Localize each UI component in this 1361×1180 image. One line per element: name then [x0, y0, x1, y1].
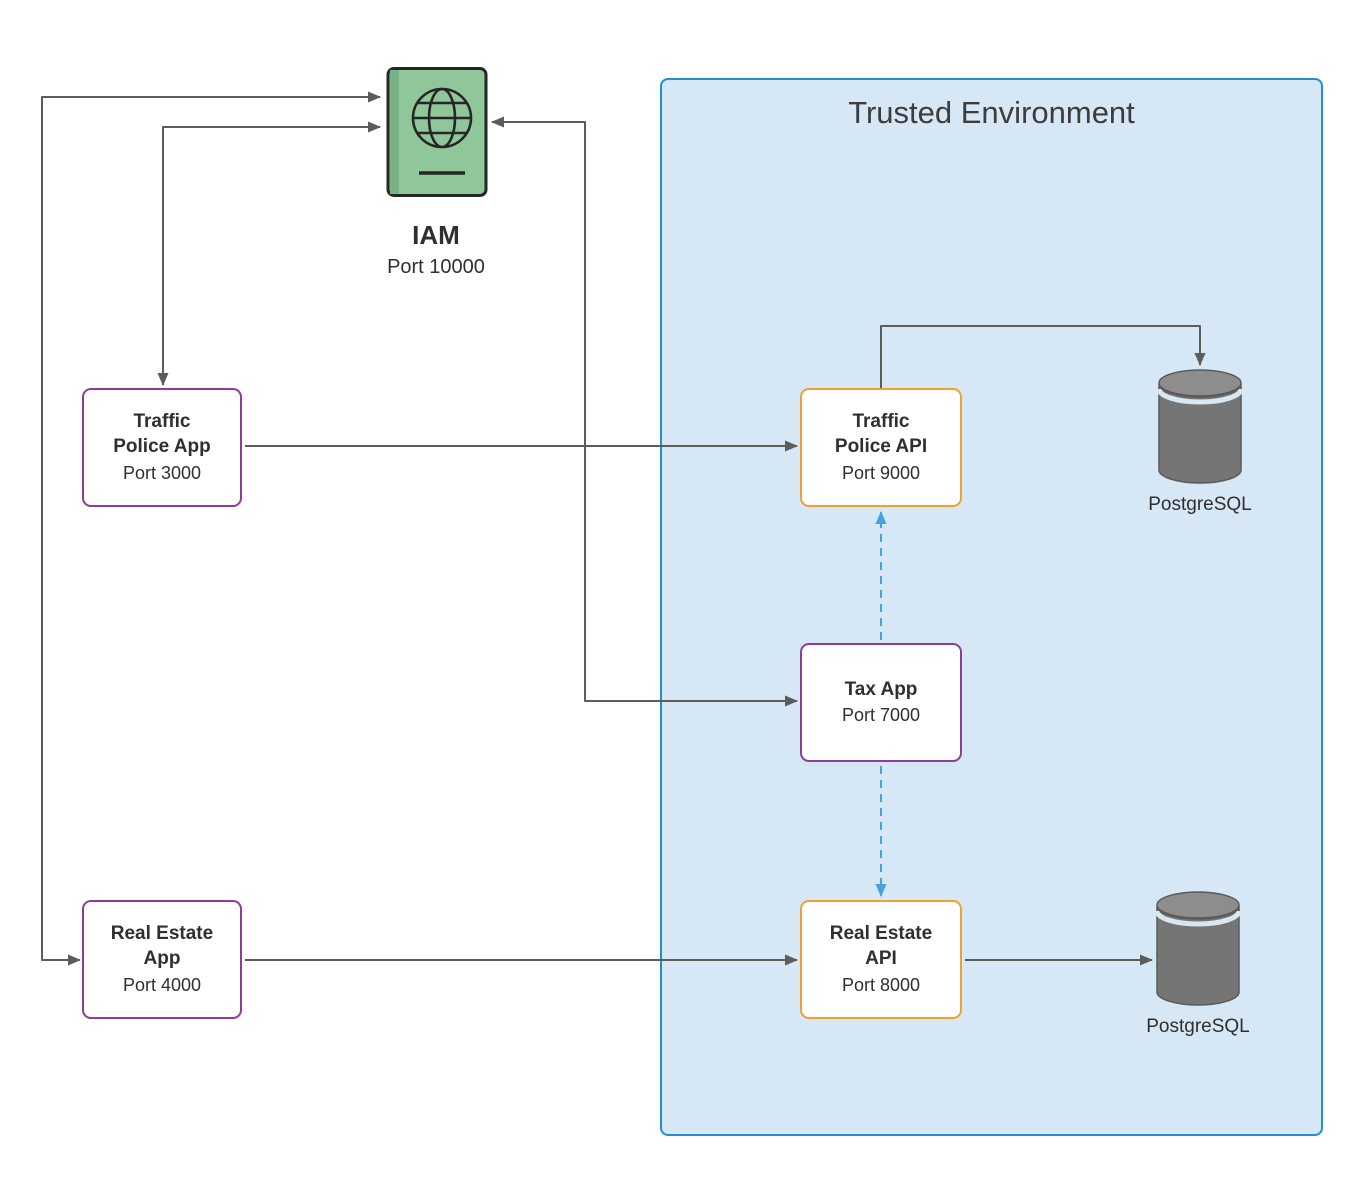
- node-title: Tax App: [844, 678, 918, 700]
- iam-label: IAM: [412, 220, 460, 250]
- node-title: Traffic Police App: [113, 410, 211, 458]
- globe-icon: [411, 87, 473, 149]
- database-cylinder-icon: [1156, 369, 1244, 484]
- node-title: Traffic Police API: [834, 410, 928, 458]
- iam-group: IAM Port 10000: [379, 65, 493, 279]
- node-tax-app: Tax App Port 7000: [800, 643, 962, 762]
- node-real-estate-app: Real Estate App Port 4000: [82, 900, 242, 1019]
- database-traffic: PostgreSQL: [1148, 368, 1252, 516]
- node-title: Real Estate API: [829, 922, 933, 970]
- node-port: Port 8000: [841, 975, 921, 996]
- database-real-estate: PostgreSQL: [1146, 890, 1250, 1038]
- node-traffic-police-app: Traffic Police App Port 3000: [82, 388, 242, 507]
- node-port: Port 7000: [841, 705, 921, 726]
- database-cylinder-icon: [1154, 891, 1242, 1006]
- iam-port: Port 10000: [387, 256, 485, 278]
- node-port: Port 4000: [122, 975, 202, 996]
- arrow-traffic-police-app-iam: [157, 121, 381, 386]
- database-label: PostgreSQL: [1148, 494, 1252, 515]
- node-port: Port 9000: [841, 463, 921, 484]
- passport-spine: [390, 70, 399, 194]
- arrow-real-estate-app-iam: [41, 91, 381, 966]
- node-port: Port 3000: [122, 463, 202, 484]
- node-real-estate-api: Real Estate API Port 8000: [800, 900, 962, 1019]
- database-label: PostgreSQL: [1146, 1016, 1250, 1037]
- iam-passport-icon: [386, 67, 488, 197]
- node-title: Real Estate App: [110, 922, 214, 970]
- node-traffic-police-api: Traffic Police API Port 9000: [800, 388, 962, 507]
- trusted-environment-title: Trusted Environment: [848, 95, 1135, 130]
